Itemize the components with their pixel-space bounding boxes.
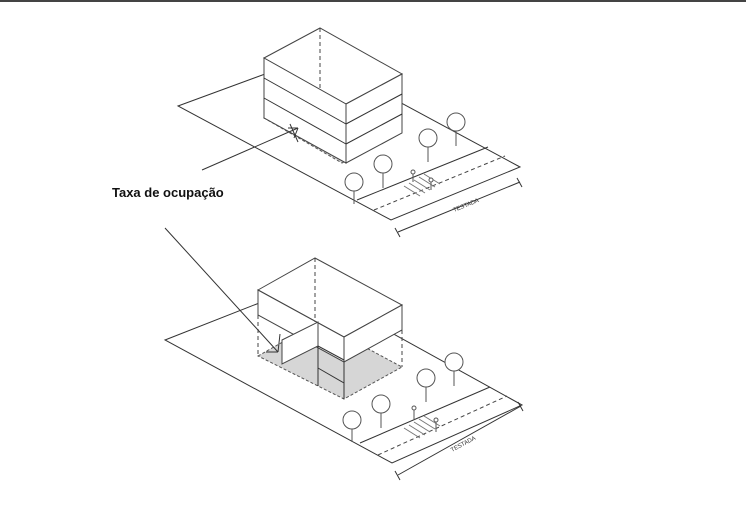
arrow-line-top [201,127,299,171]
crosswalk-bottom [403,415,441,439]
sidewalk-line-top [356,146,489,201]
diagram-top: TESTADA [176,27,523,238]
occupancy-rate-label: Taxa de ocupação [112,185,224,200]
street-centerline-top [373,155,506,211]
sidewalk-line-bottom [359,386,491,444]
building-top [262,27,404,164]
pedestrian-icon [411,405,439,432]
top-border [0,0,746,2]
tree-icon [344,112,466,204]
building-bottom [256,257,404,399]
arrowhead-top [288,127,299,139]
diagram-bottom: TESTADA [163,257,524,481]
pedestrian-icon [410,169,434,190]
frontage-dimension-top: TESTADA [394,177,523,238]
annotation-arrows [164,123,299,353]
frontage-label-top: TESTADA [453,198,480,214]
street-centerline-bottom [377,395,508,456]
tree-icon [342,352,464,442]
arrow-line-bottom [164,227,279,353]
